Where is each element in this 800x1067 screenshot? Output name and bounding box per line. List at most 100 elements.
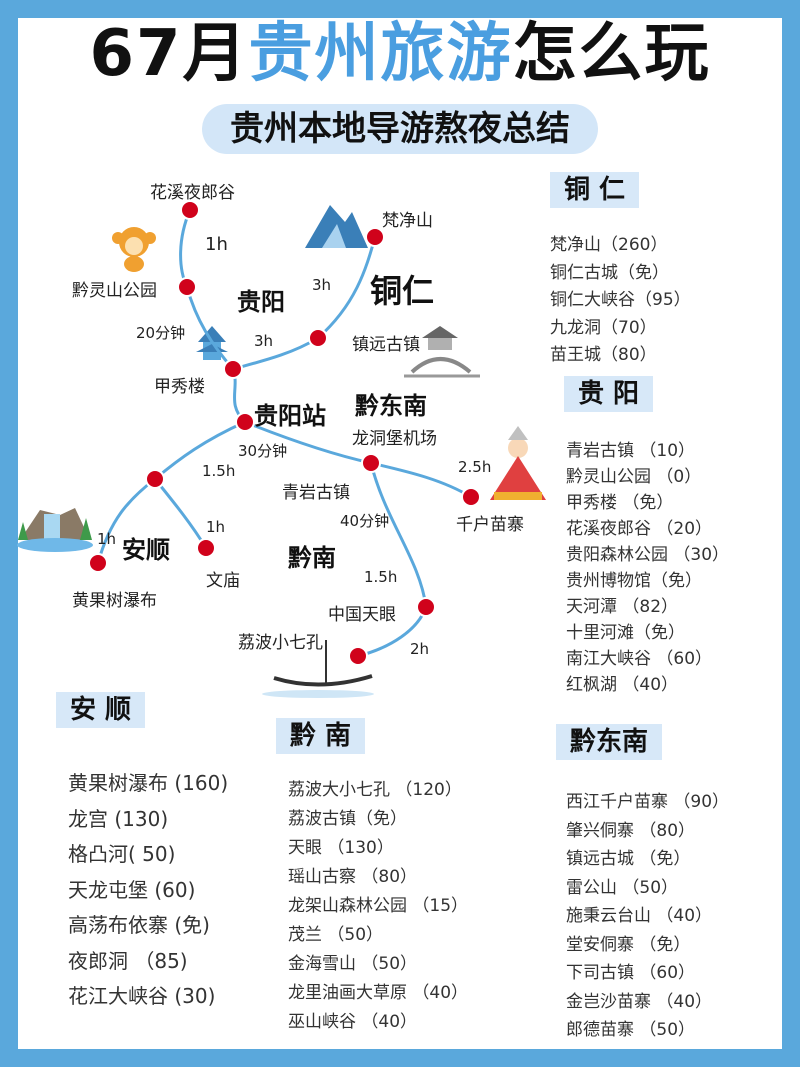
duration-zhenyuan-jiaxiu: 3h [254, 332, 274, 350]
list-item: 茂兰 （50） [288, 925, 384, 945]
list-item: 花江大峡谷 (30) [68, 984, 216, 1008]
section-header-anshun: 安 顺 [56, 692, 146, 728]
list-item: 荔波古镇（免） [288, 809, 407, 829]
miao-girl-illustration [490, 426, 546, 500]
list-item: 高荡布依寨 (免) [68, 913, 210, 937]
list-item: 天河潭 （82） [566, 597, 679, 617]
list-item: 黔灵山公园 （0） [566, 467, 702, 487]
dot-qingyan [361, 453, 381, 473]
list-item: 镇远古城 （免） [566, 849, 691, 869]
section-header-tongren: 铜 仁 [550, 172, 640, 208]
list-item: 花溪夜郎谷 （20） [566, 519, 713, 539]
place-label-qianling: 黔灵山公园 [72, 281, 157, 301]
list-item: 天龙屯堡 (60) [68, 877, 196, 902]
list-item: 天眼 （130） [288, 838, 394, 858]
list-item: 贵州博物馆（免） [566, 571, 702, 591]
duration-tianyan-segment: 1.5h [364, 568, 398, 586]
monkey-illustration [112, 227, 156, 272]
list-item: 九龙洞（70） [550, 317, 657, 338]
dot-fanjing [365, 227, 385, 247]
dot-anshun [145, 469, 165, 489]
place-label-huangguoshu: 黄果树瀑布 [72, 591, 157, 611]
place-label-tianyan: 中国天眼 [328, 605, 396, 625]
list-item: 荔波大小七孔 （120） [288, 780, 462, 800]
city-label-guiyang-station: 贵阳站 [254, 402, 326, 430]
dot-zhenyuan [308, 328, 328, 348]
list-qiandongnan: 西江千户苗寨 （90） 肇兴侗寨 （80） 镇远古城 （免） 雷公山 （50） … [566, 788, 729, 1045]
dot-libo [348, 646, 368, 666]
route-qingyan-qianhu [369, 461, 473, 499]
city-label-qiannan: 黔南 [288, 544, 336, 572]
duration-anshun-huangguoshu: 1h [97, 530, 117, 548]
list-anshun: 黄果树瀑布 (160) 龙宫 (130) 格凸河( 50) 天龙屯堡 (60) … [68, 766, 228, 1015]
city-label-qiandongnan: 黔东南 [355, 392, 427, 420]
duration-huaxi-qianling: 1h [205, 234, 228, 255]
list-tongren: 梵净山（260） 铜仁古城（免） 铜仁大峡谷（95） 九龙洞（70） 苗王城（8… [550, 232, 691, 370]
list-item: 西江千户苗寨 （90） [566, 792, 730, 812]
mountain-illustration [305, 205, 368, 248]
bridge-illustration [404, 326, 480, 378]
dot-tianyan [416, 597, 436, 617]
list-item: 龙宫 (130) [68, 806, 169, 831]
list-item: 瑶山古察 （80） [288, 867, 418, 887]
duration-station-qingyan: 30分钟 [238, 442, 288, 460]
dot-huaxi [180, 200, 200, 220]
route-station-qingyan [243, 420, 373, 465]
subtitle-banner: 贵州本地导游熬夜总结 [202, 104, 598, 154]
list-item: 青岩古镇 （10） [566, 441, 696, 461]
place-label-zhenyuan: 镇远古镇 [352, 335, 420, 355]
place-label-fanjing: 梵净山 [382, 211, 433, 231]
dot-wenmiao [196, 538, 216, 558]
list-item: 堂安侗寨 （免） [566, 934, 691, 955]
list-item: 甲秀楼 （免） [566, 493, 674, 513]
city-label-anshun: 安顺 [122, 536, 170, 564]
duration-fanjing-zhenyuan: 3h [312, 276, 332, 294]
list-item: 金岂沙苗寨 （40） [566, 991, 713, 1012]
place-label-jiaxiu: 甲秀楼 [154, 377, 205, 397]
duration-anshun-wenmiao: 1h [206, 518, 226, 536]
city-label-tongren: 铜仁 [370, 272, 435, 310]
list-item: 苗王城（80） [550, 345, 657, 365]
place-label-libo: 荔波小七孔 [238, 633, 323, 653]
list-item: 铜仁古城（免） [550, 262, 669, 283]
route-qingyan-tianyan [369, 461, 428, 609]
list-item: 雷公山 （50） [566, 877, 679, 898]
list-item: 巫山峡谷 （40） [288, 1012, 418, 1032]
list-item: 龙里油画大草原 （40） [288, 983, 469, 1003]
list-item: 金海雪山 （50） [288, 954, 418, 974]
boat-illustration [262, 640, 374, 698]
duration-station-anshun: 1.5h [202, 462, 236, 480]
list-item: 下司古镇 （60） [566, 963, 696, 983]
section-header-qiannan: 黔 南 [276, 718, 366, 754]
list-item: 梵净山（260） [550, 235, 668, 255]
dot-guiyang-station [235, 412, 255, 432]
list-item: 红枫湖 （40） [566, 675, 679, 695]
waterfall-illustration [17, 508, 93, 552]
dot-qianling [177, 277, 197, 297]
route-anshun-huangguoshu [96, 477, 157, 565]
list-guiyang: 青岩古镇 （10） 黔灵山公园 （0） 甲秀楼 （免） 花溪夜郎谷 （20） 贵… [566, 438, 729, 698]
list-item: 施秉云台山 （40） [566, 906, 713, 926]
list-item: 格凸河( 50) [68, 842, 176, 866]
route-huaxi-qianling [179, 208, 192, 289]
duration-qingyan-qianhu: 2.5h [458, 458, 492, 476]
list-item: 南江大峡谷 （60） [566, 649, 713, 669]
place-label-qingyan: 青岩古镇 [282, 483, 350, 503]
list-qiannan: 荔波大小七孔 （120） 荔波古镇（免） 天眼 （130） 瑶山古察 （80） … [288, 776, 468, 1037]
list-item: 十里河滩（免） [566, 623, 685, 643]
dot-jiaxiu [223, 359, 243, 379]
list-item: 龙架山森林公园 （15） [288, 896, 469, 916]
pagoda-illustration [196, 326, 228, 360]
place-label-longdong: 龙洞堡机场 [352, 429, 437, 449]
list-item: 肇兴侗寨 （80） [566, 820, 696, 841]
list-item: 夜郎洞 （85) [68, 948, 188, 973]
city-label-guiyang: 贵阳 [237, 288, 285, 316]
duration-qingyan-tianyan: 40分钟 [340, 512, 390, 530]
route-station-anshun [153, 420, 247, 481]
dot-huangguoshu [88, 553, 108, 573]
duration-tianyan-libo: 2h [410, 640, 430, 658]
place-label-qianhu: 千户苗寨 [456, 515, 524, 535]
list-item: 铜仁大峡谷（95） [550, 290, 691, 310]
place-label-wenmiao: 文庙 [206, 571, 240, 591]
